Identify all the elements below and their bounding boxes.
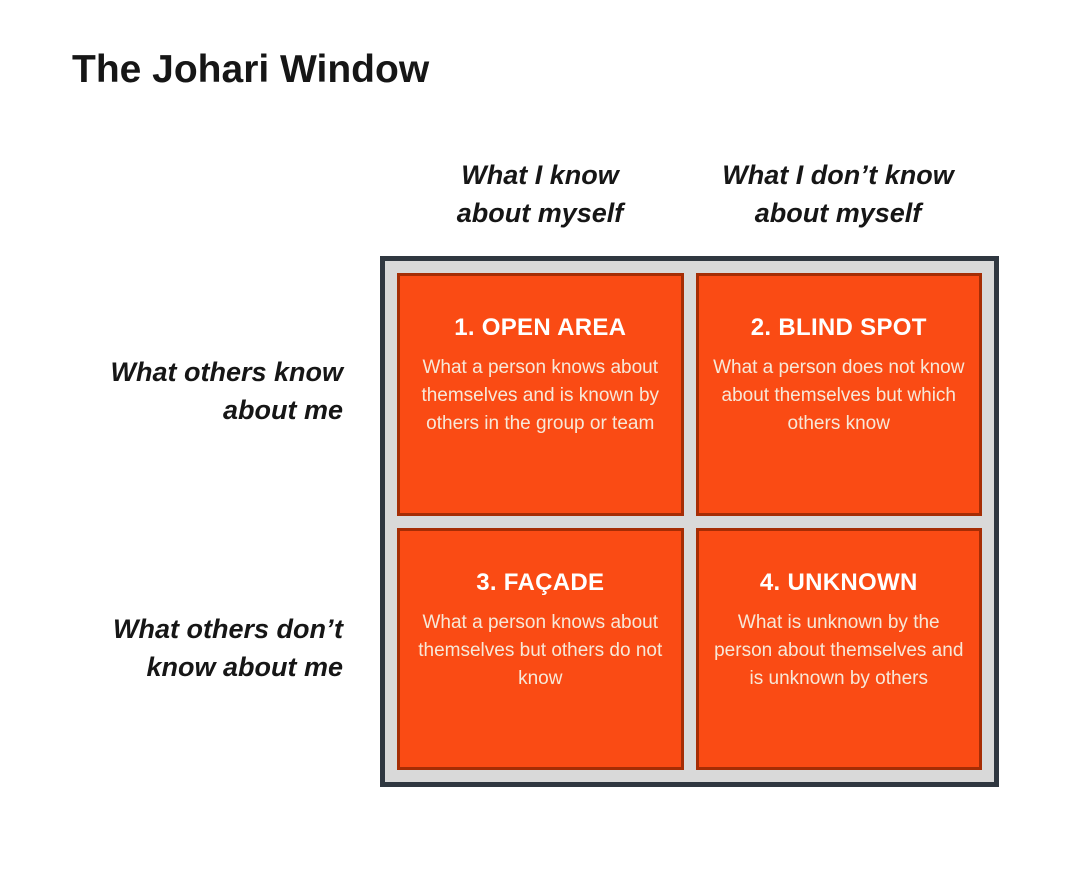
quadrant-heading: 4. UNKNOWN xyxy=(759,568,918,596)
johari-grid: 1. OPEN AREA What a person knows about t… xyxy=(380,256,999,787)
quadrant-description: What is unknown by the person about them… xyxy=(714,611,964,689)
quadrant-heading: 2. BLIND SPOT xyxy=(750,314,927,341)
column-header-what-i-dont-know: What I don’t know about myself xyxy=(722,160,954,228)
quadrant-facade: 3. FAÇADE What a person knows about them… xyxy=(397,527,684,770)
quadrant-unknown: 4. UNKNOWN What is unknown by the person… xyxy=(695,527,982,770)
quadrant-description: What a person knows about themselves but… xyxy=(418,611,663,689)
quadrant-description: What a person does not know about themse… xyxy=(713,357,965,434)
row-header-what-others-dont-know: What others don’t know about me xyxy=(40,525,343,770)
quadrant-heading: 3. FAÇADE xyxy=(476,568,605,596)
quadrant-description: What a person knows about themselves and… xyxy=(421,357,660,434)
quadrant-heading: 1. OPEN AREA xyxy=(454,314,627,341)
page-title: The Johari Window xyxy=(72,48,430,91)
quadrant-blind-spot: 2. BLIND SPOT What a person does not kno… xyxy=(695,273,982,516)
column-header-what-i-know: What I know about myself xyxy=(456,160,624,228)
row-header-label: What others don’t know about me xyxy=(113,613,343,682)
quadrant-open-area: 1. OPEN AREA What a person knows about t… xyxy=(397,273,684,516)
row-header-label: What others know about me xyxy=(110,356,343,425)
row-header-what-others-know: What others know about me xyxy=(40,268,343,513)
